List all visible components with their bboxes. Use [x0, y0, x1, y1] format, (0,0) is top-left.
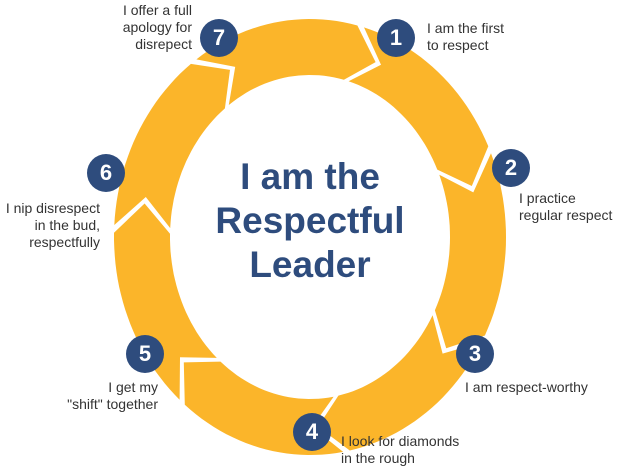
step-1-badge: 1: [377, 19, 415, 57]
step-5-label: I get my "shift" together: [40, 379, 158, 413]
step-label-line: apology for: [122, 19, 192, 35]
step-label-line: I get my: [108, 379, 158, 395]
step-label-line: I am respect-worthy: [465, 379, 588, 395]
step-label-line: I am the first: [427, 20, 505, 36]
step-label-line: disrepect: [135, 36, 192, 52]
step-3-label: I am respect-worthy: [465, 379, 588, 396]
step-label-line: "shift" together: [67, 396, 158, 412]
step-7-badge: 7: [200, 19, 238, 57]
ring-arrow-segment: [434, 153, 506, 349]
step-label-line: I practice: [519, 190, 576, 206]
step-label-line: I look for diamonds: [341, 433, 460, 449]
center-title: I am the Respectful Leader: [180, 155, 440, 287]
ring-arrow-segment: [114, 63, 230, 229]
step-2-label: I practice regular respect: [519, 190, 612, 224]
ring-arrow-segment: [196, 19, 376, 105]
step-6-label: I nip disrespect in the bud, respectfull…: [0, 200, 100, 251]
step-label-line: regular respect: [519, 207, 613, 223]
step-label-line: I nip disrespect: [5, 200, 100, 216]
ring-arrow-segment: [114, 203, 217, 400]
step-4-badge: 4: [293, 413, 331, 451]
step-label-line: respectfully: [29, 234, 100, 250]
step-label-line: in the rough: [341, 450, 415, 466]
step-6-badge: 6: [87, 154, 125, 192]
ring-arrow-segment: [348, 27, 489, 187]
step-5-badge: 5: [126, 335, 164, 373]
center-title-line: Respectful: [215, 200, 405, 241]
step-1-label: I am the first to respect: [427, 20, 504, 54]
center-title-line: I am the: [240, 156, 380, 197]
center-title-line: Leader: [249, 244, 371, 285]
step-2-badge: 2: [492, 149, 530, 187]
step-label-line: to respect: [427, 37, 489, 53]
step-4-label: I look for diamonds in the rough: [341, 433, 459, 467]
ring-arrow-segment: [318, 315, 482, 451]
step-label-line: in the bud,: [34, 217, 100, 233]
step-label-line: I offer a full: [122, 2, 192, 18]
step-7-label: I offer a full apology for disrepect: [80, 2, 192, 53]
step-3-badge: 3: [456, 335, 494, 373]
